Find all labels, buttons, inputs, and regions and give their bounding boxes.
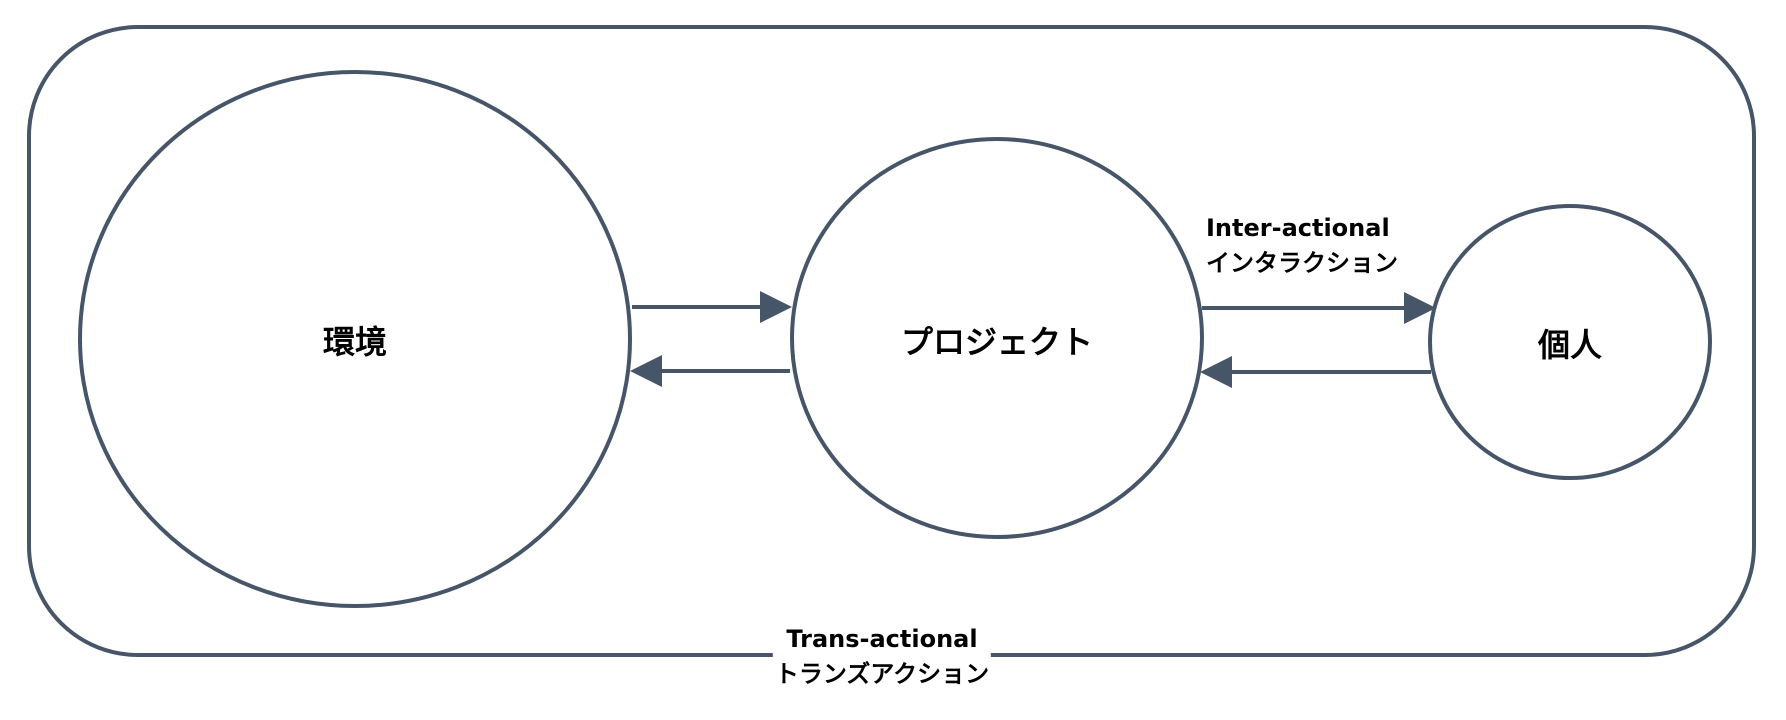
project-node: [790, 137, 1204, 539]
trans-actional-en: Trans-actional: [772, 622, 992, 657]
inter-actional-ja: インタラクション: [1206, 249, 1398, 277]
trans-actional-ja: トランズアクション: [772, 657, 992, 692]
project-label: プロジェクト: [900, 323, 1094, 361]
individual-node: [1428, 204, 1712, 480]
inter-actional-label: Inter-actional インタラクション: [1206, 211, 1398, 281]
trans-actional-label: Trans-actional トランズアクション: [772, 622, 992, 692]
individual-label: 個人: [1537, 326, 1603, 364]
environment-label: 環境: [322, 323, 388, 361]
inter-actional-en: Inter-actional: [1206, 214, 1390, 242]
environment-node: [78, 70, 632, 608]
